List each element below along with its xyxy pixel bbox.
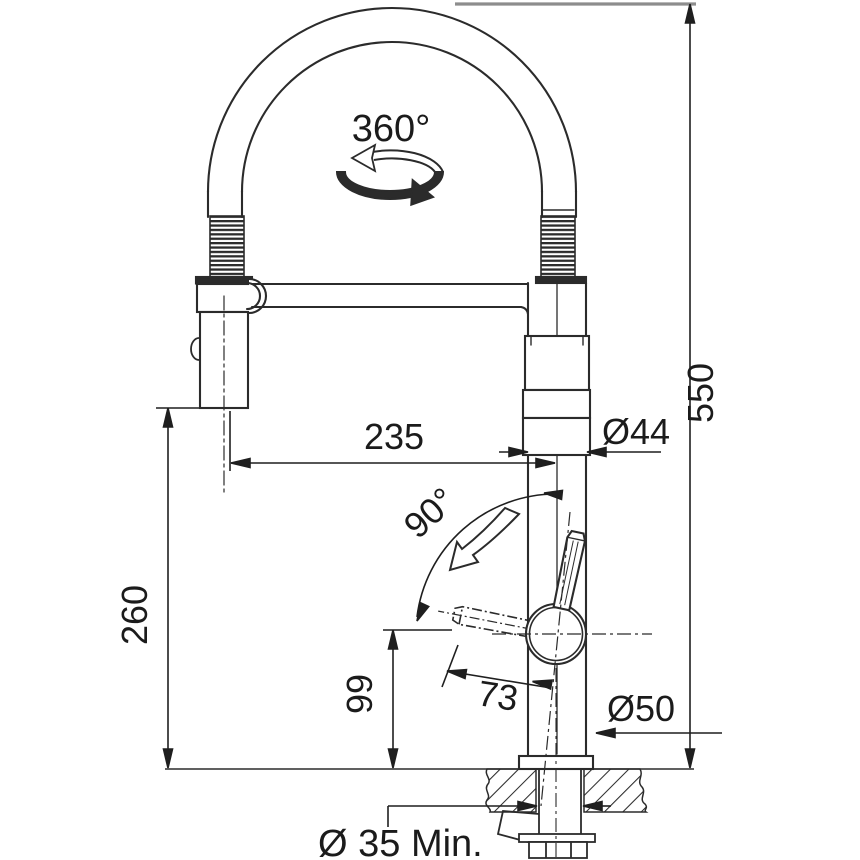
rotation-open-arrowhead xyxy=(350,143,377,173)
dim-99 xyxy=(383,629,452,769)
rotation-ring-arrow-icon xyxy=(335,143,445,207)
dim-73 xyxy=(441,644,553,691)
base-diameter-label: Ø50 xyxy=(607,688,675,729)
spray-head xyxy=(190,275,268,495)
hose-springs xyxy=(209,215,576,278)
handle-swing-arc xyxy=(416,489,564,622)
dim-550 xyxy=(455,2,696,769)
spout-reach-label: 235 xyxy=(364,416,424,457)
dim-260 xyxy=(156,407,199,769)
spout-tube xyxy=(250,282,530,316)
spout-diameter-label: Ø44 xyxy=(602,411,670,452)
lever-length-label: 73 xyxy=(475,672,521,719)
mounting-shank xyxy=(496,668,596,859)
hole-min-label: Ø 35 Min. xyxy=(318,823,483,860)
total-height-label: 550 xyxy=(680,363,721,423)
spray-button xyxy=(190,337,200,361)
dim-o44 xyxy=(499,446,661,458)
lever-height-label: 99 xyxy=(339,674,380,714)
faucet-outline xyxy=(190,6,595,771)
deck-hatch-left xyxy=(485,768,537,813)
rotation-label: 360° xyxy=(352,108,431,150)
mounting-nut xyxy=(528,841,588,859)
handle-assembly xyxy=(438,511,652,807)
faucet-body-column xyxy=(517,275,595,771)
handle-angle-label: 90° xyxy=(396,479,464,546)
mounting-washer xyxy=(518,833,596,843)
head-clearance-label: 260 xyxy=(114,585,155,645)
dimension-labels: 360° 550 235 Ø44 90° 260 73 99 Ø50 Ø 35 … xyxy=(114,108,721,860)
handle-lever xyxy=(552,529,587,612)
swivel-arrow-icon xyxy=(448,506,521,572)
rotation-solid-arrowhead xyxy=(410,178,435,207)
dim-o35 xyxy=(387,800,611,827)
dim-235 xyxy=(229,411,556,471)
hose-arc xyxy=(206,6,578,219)
dim-o50 xyxy=(595,727,722,739)
dimensions xyxy=(156,2,722,827)
